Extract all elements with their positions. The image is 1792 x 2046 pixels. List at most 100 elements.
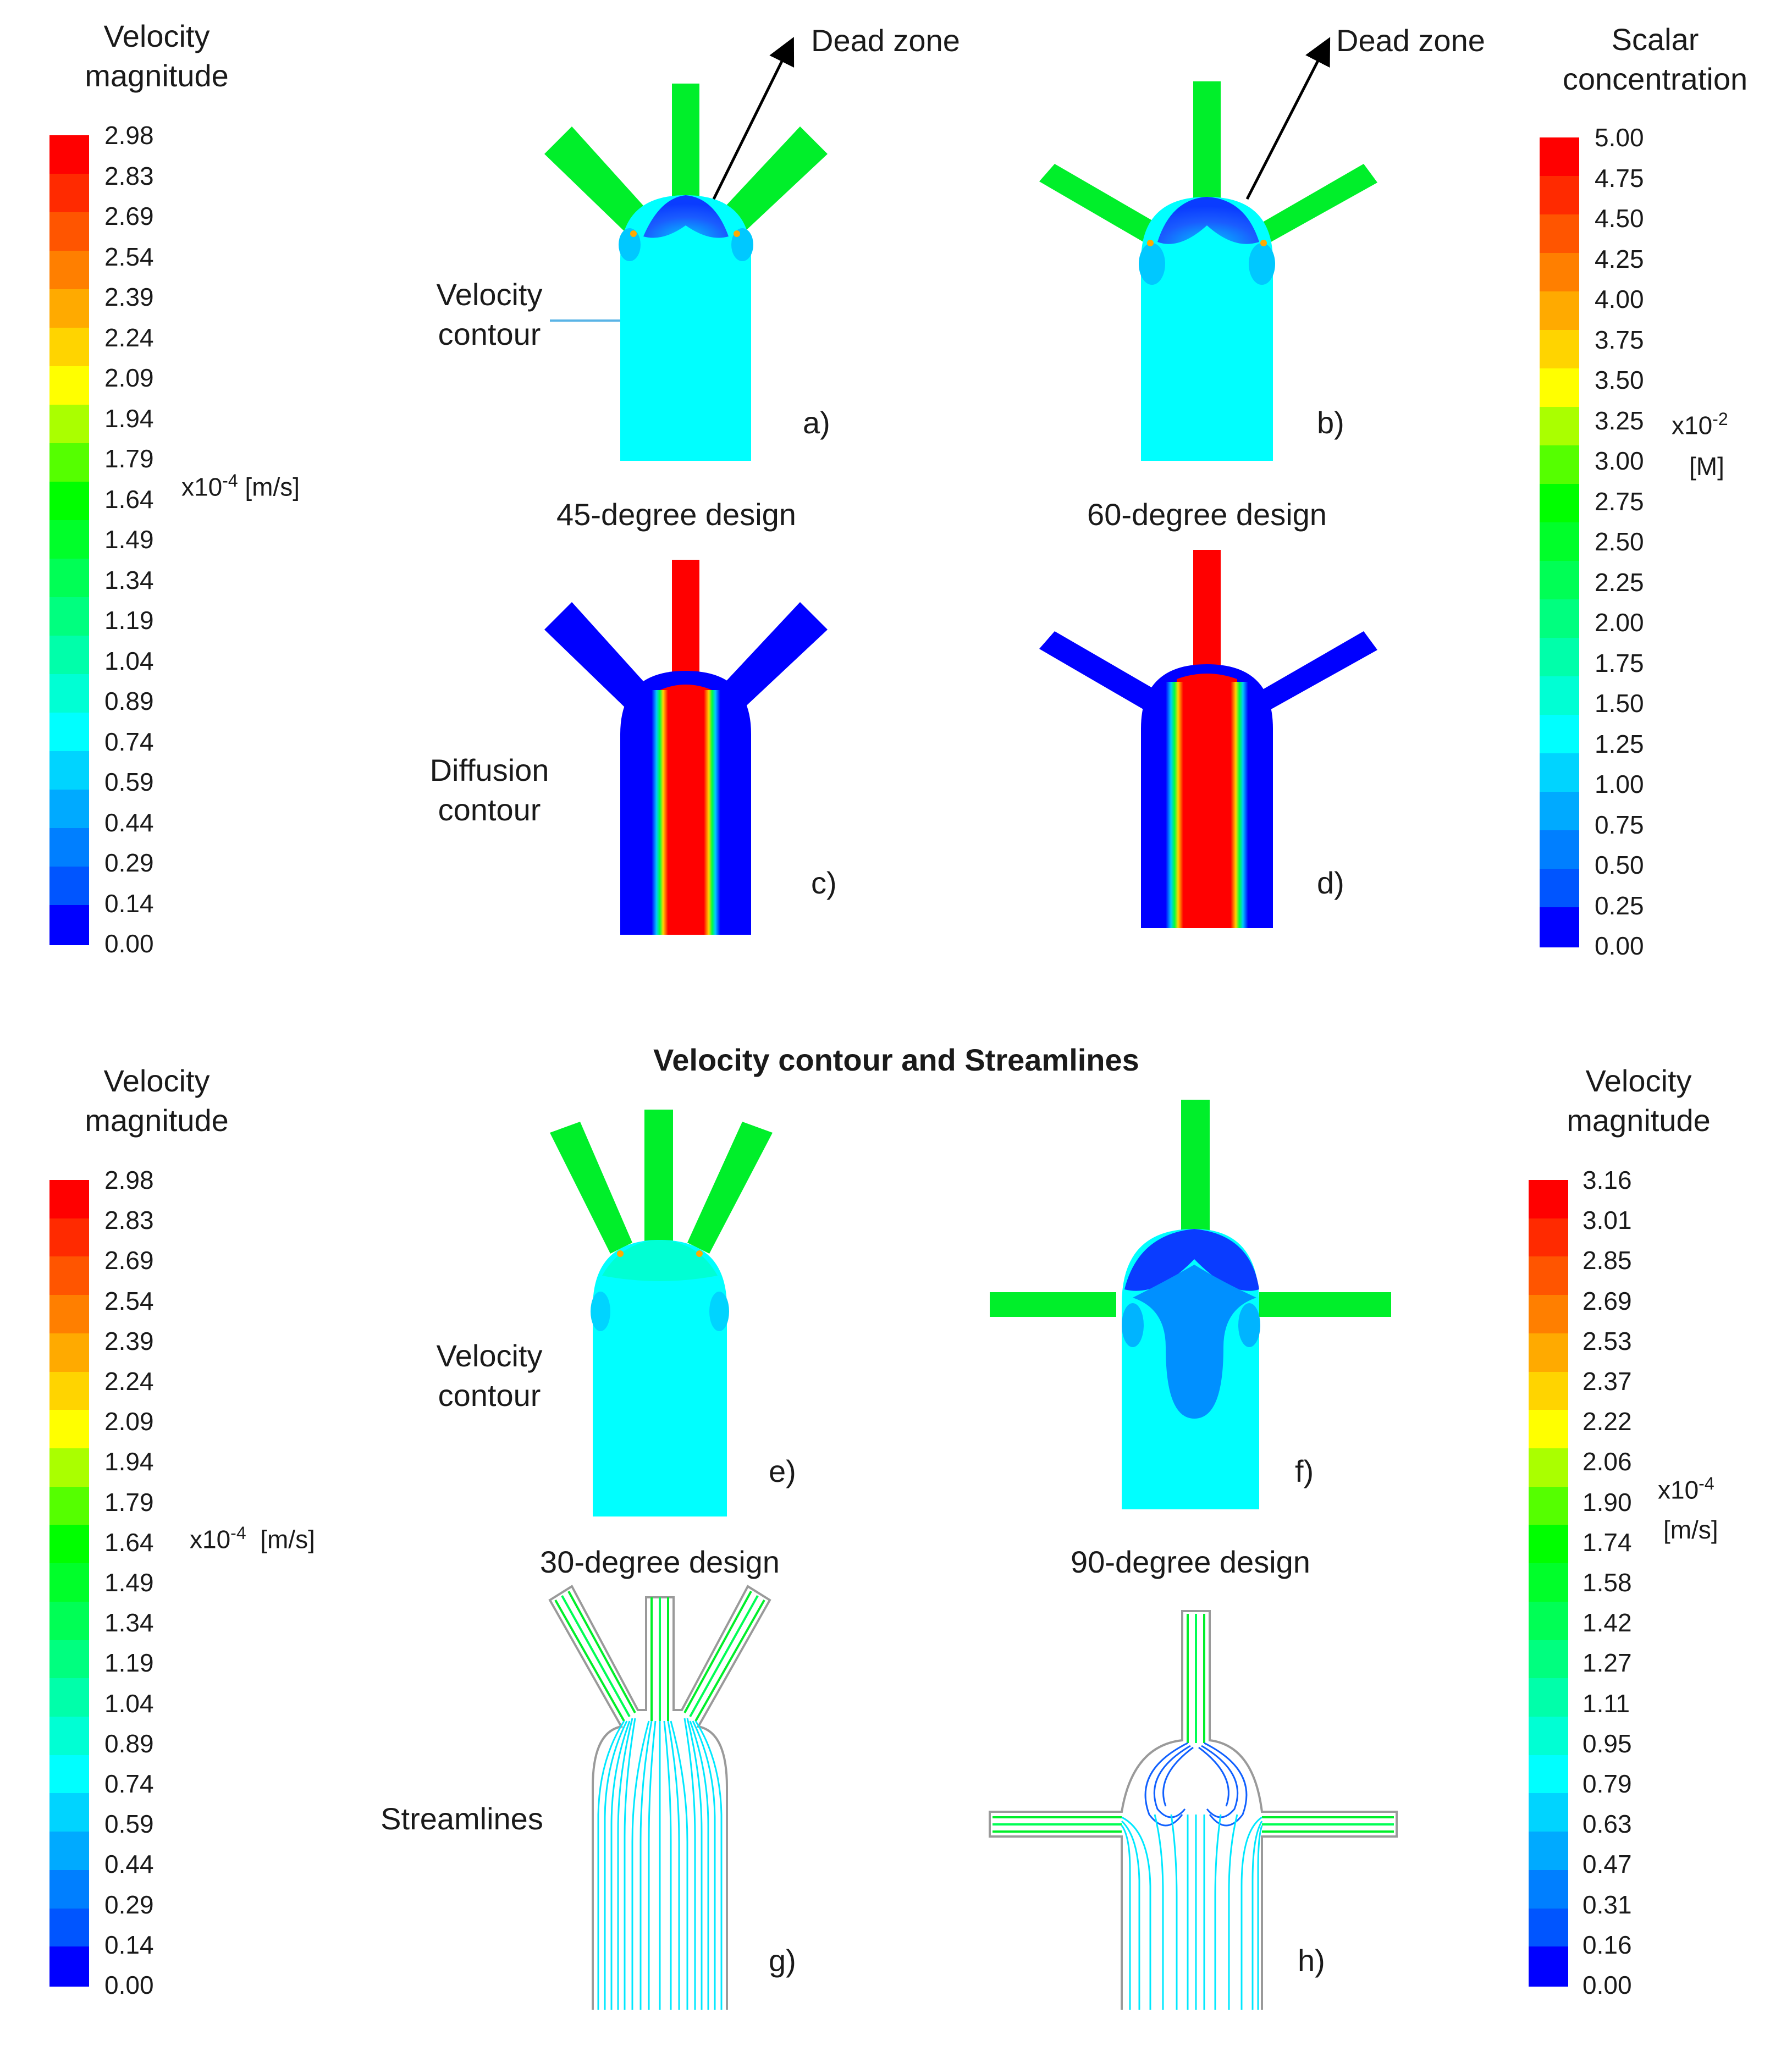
panel-a-velocity-45 xyxy=(544,84,828,461)
unit-exponent: -4 xyxy=(230,1523,246,1543)
colorbar-tick-label: 0.79 xyxy=(1583,1769,1632,1798)
colorbar-tick-label: 2.83 xyxy=(104,161,154,190)
colorbar-segment xyxy=(49,366,89,406)
colorbar-segment xyxy=(1529,1793,1568,1834)
streamline xyxy=(597,1720,625,2010)
colorbar-segment xyxy=(49,1218,89,1259)
colorbar-segment xyxy=(1540,137,1579,178)
panel-label-a: a) xyxy=(803,405,830,440)
colorbar-gradient xyxy=(1540,137,1579,947)
colorbar-segment xyxy=(1540,214,1579,255)
colorbar-segment xyxy=(1529,1908,1568,1949)
dead-zone-region xyxy=(643,195,729,238)
colorbar-tick-label: 1.19 xyxy=(104,1648,154,1678)
colorbar-segment xyxy=(49,1525,89,1565)
colorbar-segment xyxy=(49,751,89,791)
streamline xyxy=(1240,1816,1262,2010)
streamline xyxy=(1201,1745,1239,1818)
colorbar-segment xyxy=(1540,638,1579,678)
streamline xyxy=(1121,1825,1131,2010)
colorbar-segment xyxy=(1540,445,1579,486)
colorbar-segment xyxy=(49,597,89,637)
inlet-left xyxy=(550,1122,632,1254)
corner-hotspot xyxy=(1260,240,1267,246)
colorbar-title: Velocity magnitude xyxy=(49,1061,264,1140)
colorbar-tick-label: 1.94 xyxy=(104,1447,154,1476)
colorbar-segment xyxy=(49,674,89,714)
colorbar-segment xyxy=(1540,368,1579,409)
colorbar-segment xyxy=(1529,1869,1568,1910)
colorbar-segment xyxy=(1529,1295,1568,1335)
colorbar-tick-label: 2.37 xyxy=(1583,1367,1632,1396)
streamline xyxy=(689,1595,759,1717)
streamline xyxy=(694,1600,765,1722)
streamline xyxy=(683,1718,696,2010)
streamline xyxy=(624,1718,636,2010)
panel-f-velocity-90 xyxy=(990,1100,1391,1509)
colorbar-tick-label: 1.79 xyxy=(104,444,154,473)
streamline xyxy=(1121,1816,1151,2010)
colorbar-segment xyxy=(1529,1486,1568,1527)
colorbar-tick-label: 0.16 xyxy=(1583,1930,1632,1959)
colorbar-title-line: concentration xyxy=(1562,62,1748,96)
chamber-streamlines xyxy=(1121,1814,1263,2010)
label-line: contour xyxy=(438,792,541,827)
colorbar-tick-label: 2.83 xyxy=(104,1206,154,1235)
colorbar-unit: x10-4 [m/s] xyxy=(181,466,300,501)
inlet-center xyxy=(1193,81,1221,209)
inlet-left xyxy=(544,602,649,709)
concentration-core xyxy=(1177,674,1237,928)
colorbar-tick-label: 3.01 xyxy=(1583,1206,1632,1235)
streamline-bundle xyxy=(554,1591,765,1722)
colorbar-tick-label: 0.47 xyxy=(1583,1850,1632,1879)
colorbar-tick-label: 1.11 xyxy=(1583,1689,1630,1718)
streamline xyxy=(1170,1814,1178,2010)
colorbar-tick-label: 0.74 xyxy=(104,1769,154,1798)
design-title-30: 30-degree design xyxy=(540,1545,780,1579)
unit-label: [M] xyxy=(1689,452,1724,481)
colorbar-tick-label: 1.04 xyxy=(104,1689,154,1718)
label-line: Velocity xyxy=(436,1338,543,1373)
streamline xyxy=(663,1720,672,2010)
colorbar-title-line: Velocity xyxy=(1585,1063,1692,1098)
colorbar-tick-label: 1.49 xyxy=(104,1568,154,1597)
colorbar-segment xyxy=(1529,1371,1568,1412)
colorbar-tick-label: 2.85 xyxy=(1583,1246,1632,1275)
colorbar-segment xyxy=(1540,907,1579,947)
panel-label-e: e) xyxy=(769,1454,796,1488)
panel-d-diffusion-60 xyxy=(1039,550,1377,928)
colorbar-segment xyxy=(49,289,89,329)
colorbar-tick-label: 1.58 xyxy=(1583,1568,1632,1597)
panel-g-streamlines-30 xyxy=(548,1585,771,2010)
corner-hotspot xyxy=(1147,240,1154,246)
colorbar-tick-label: 5.00 xyxy=(1595,123,1644,152)
colorbar-tick-label: 0.14 xyxy=(104,1930,154,1959)
colorbar-segment xyxy=(1529,1448,1568,1488)
colorbar-segment xyxy=(1529,1525,1568,1565)
inlet-right xyxy=(687,1122,773,1254)
colorbar-tick-label: 1.94 xyxy=(104,404,154,433)
colorbar-segment xyxy=(49,1448,89,1488)
colorbar-tick-label: 0.59 xyxy=(104,1810,154,1839)
colorbar-segment xyxy=(1529,1717,1568,1757)
colorbar-tick-label: 4.75 xyxy=(1595,163,1644,192)
label-line: Velocity xyxy=(436,277,543,312)
colorbar-segment xyxy=(1540,715,1579,755)
colorbar-segment xyxy=(1540,791,1579,832)
unit-scale: x10 xyxy=(1658,1475,1699,1504)
colorbar-title-line: Velocity xyxy=(103,19,210,53)
inlet-right xyxy=(1249,631,1377,716)
colorbar-segment xyxy=(1540,599,1579,639)
dead-zone-arrow-b xyxy=(1245,37,1331,200)
chamber xyxy=(620,195,751,461)
colorbar-segment xyxy=(49,1256,89,1297)
colorbar-segment xyxy=(1529,1640,1568,1680)
corner-hotspot xyxy=(734,230,740,237)
colorbar-tick-label: 1.74 xyxy=(1583,1527,1632,1557)
colorbar-segment xyxy=(49,789,89,830)
colorbar-segment xyxy=(1540,291,1579,332)
unit-scale: x10 xyxy=(181,472,223,501)
colorbar-tick-label: 0.00 xyxy=(1583,1971,1632,1999)
colorbar-tick-label: 2.98 xyxy=(104,121,154,150)
unit-label: [m/s] xyxy=(245,472,300,501)
